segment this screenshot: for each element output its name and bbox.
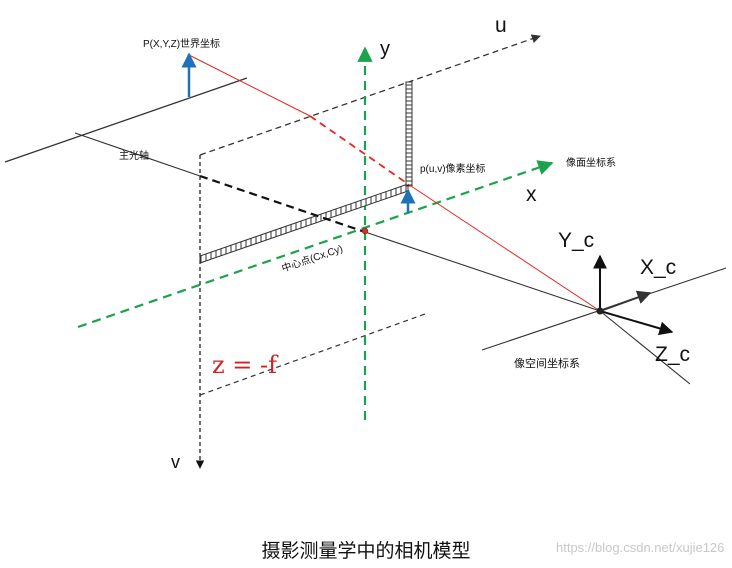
image-plane-label: 像面坐标系: [566, 157, 616, 169]
u-axis-label: u: [495, 14, 507, 37]
camera-center-dot: [596, 307, 604, 315]
projection-ray-front: [188, 54, 311, 117]
principal-axis-label: 主光轴: [119, 149, 149, 162]
watermark-text: https://blog.csdn.net/xujie126: [556, 540, 725, 555]
v-axis-label: v: [171, 452, 180, 472]
focal-length-label: z = -f: [212, 351, 279, 379]
x-axis-label: x: [526, 183, 537, 206]
figure-caption: 摄影测量学中的相机模型: [261, 540, 471, 562]
camera-xc-axis: [599, 290, 652, 312]
camera-line-2: [599, 310, 691, 385]
world-plane-line: [4, 77, 248, 163]
principal-axis-solid: [364, 231, 601, 312]
camera-xc-label: X_c: [640, 256, 676, 279]
camera-system-label: 像空间坐标系: [514, 356, 580, 370]
u-axis: [199, 34, 541, 156]
camera-yc-label: Y_c: [558, 229, 594, 252]
image-x-axis: [77, 160, 554, 329]
center-point-dot: [361, 227, 369, 235]
camera-model-diagram: u y x v P(X,Y,Z)世界坐标 主光轴 p(u,v)像素坐标 像面坐标…: [4, 14, 727, 472]
y-axis-label: y: [380, 38, 390, 60]
world-point-label: P(X,Y,Z)世界坐标: [143, 38, 220, 50]
principal-axis-dashed: [199, 174, 366, 234]
principal-axis-solid-front: [74, 132, 201, 177]
image-plane-bottom-edge: [199, 313, 426, 396]
camera-zc-label: Z_c: [655, 343, 690, 366]
projection-ray-back: [407, 183, 601, 312]
pixel-point-label: p(u,v)像素坐标: [420, 162, 486, 175]
projection-ray-hidden: [309, 115, 409, 185]
camera-zc-axis: [599, 310, 674, 336]
pixel-column-strip: [405, 81, 413, 187]
